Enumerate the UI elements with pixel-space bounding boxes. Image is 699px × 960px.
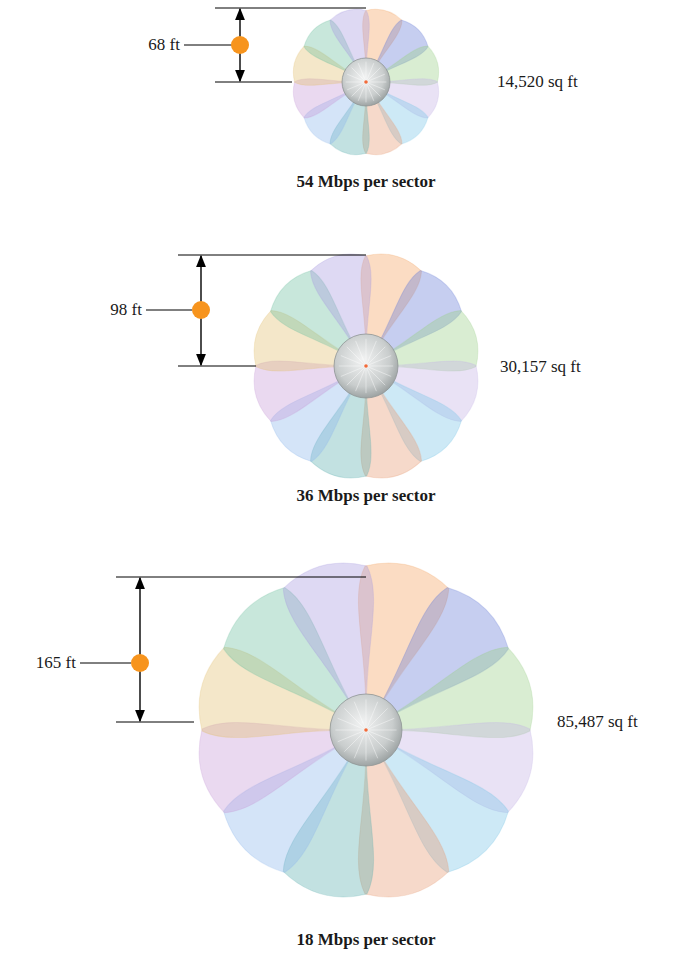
rate-caption: 18 Mbps per sector [297,930,436,950]
hub-rib [344,708,366,730]
hub-rib [366,347,385,366]
hub-rib [366,82,386,83]
antenna-flower [190,554,541,905]
dimension-label: 98 ft [110,300,142,320]
access-point-hub [334,334,398,398]
hub-rib [366,339,367,366]
hub-rib [352,82,366,96]
area-label: 14,520 sq ft [497,72,578,92]
hub-rib [366,356,391,366]
hub-rib [366,730,388,752]
hub-rib [366,699,367,730]
hub-rib [347,366,366,385]
dimension-marker [184,8,366,82]
hub-rib [339,366,366,367]
hub-rib [366,62,367,82]
hub-rib [335,730,366,731]
hub-rib [346,82,366,83]
dimension-marker [80,577,366,722]
hub-rib [366,74,385,82]
antenna-flower [290,6,443,159]
hub-rib [341,366,366,376]
hub-rib [366,708,388,730]
hub-center [364,364,368,368]
hub-rib [338,730,366,742]
area-label: 30,157 sq ft [500,357,581,377]
hub-rib [347,347,366,366]
hub-rib [366,366,376,391]
access-point-hub [342,58,390,106]
hub-rib [366,366,385,385]
hub-rib [366,366,393,367]
dimension-label: 68 ft [148,35,180,55]
hub-rib [366,730,378,758]
hub-rib [366,82,374,101]
hub-rib [366,730,397,731]
hub-rib [366,718,394,730]
hub-rib [352,68,366,82]
hub-rib [347,82,366,90]
hub-rib [356,341,366,366]
hub-rib [354,702,366,730]
hub-rib [366,366,367,393]
antenna-flower [248,248,484,484]
hub-rib [366,730,367,761]
hub-center [364,80,368,84]
rate-caption: 36 Mbps per sector [297,486,436,506]
dimension-marker [146,255,366,366]
hub-rib [344,730,366,752]
access-point-hub [330,694,402,766]
hub-rib [366,82,380,96]
hub-center [364,728,368,732]
dimension-label: 165 ft [36,653,76,673]
area-label: 85,487 sq ft [557,712,638,732]
hub-rib [358,63,366,82]
rate-caption: 54 Mbps per sector [297,172,436,192]
hub-rib [366,82,367,102]
antenna-patterns [190,6,541,906]
hub-rib [366,68,380,82]
